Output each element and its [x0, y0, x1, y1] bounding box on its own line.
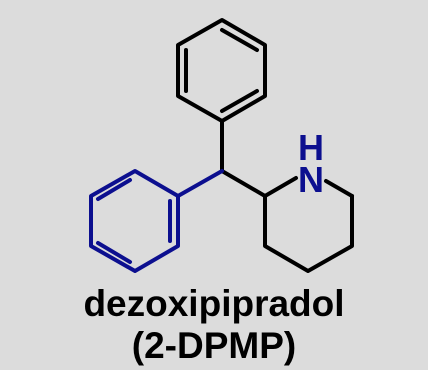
lower-ring-double-bond-2	[96, 241, 132, 264]
bond-ch-to-c2	[220, 169, 267, 198]
piperidine-carbon-chain	[263, 194, 354, 273]
nitrogen-h-label: H	[298, 127, 324, 168]
top-ring-outline	[176, 18, 267, 123]
bond-ch-to-lower-ring	[176, 169, 224, 198]
nitrogen-label: N	[298, 159, 324, 200]
lower-ring-double-bond-3	[96, 178, 132, 201]
lower-ring-outline	[89, 169, 180, 273]
lower-phenyl-ring	[89, 169, 180, 273]
top-ring-double-bond-1	[220, 28, 259, 52]
compound-abbreviation: (2-DPMP)	[131, 325, 297, 366]
piperidine-ring	[263, 176, 354, 273]
top-phenyl-ring	[176, 18, 267, 123]
bond-c2-to-n	[263, 176, 298, 198]
compound-name: dezoxipipradol	[83, 283, 345, 324]
bond-n-to-c6	[324, 179, 354, 198]
top-ring-double-bond-2	[220, 89, 259, 113]
